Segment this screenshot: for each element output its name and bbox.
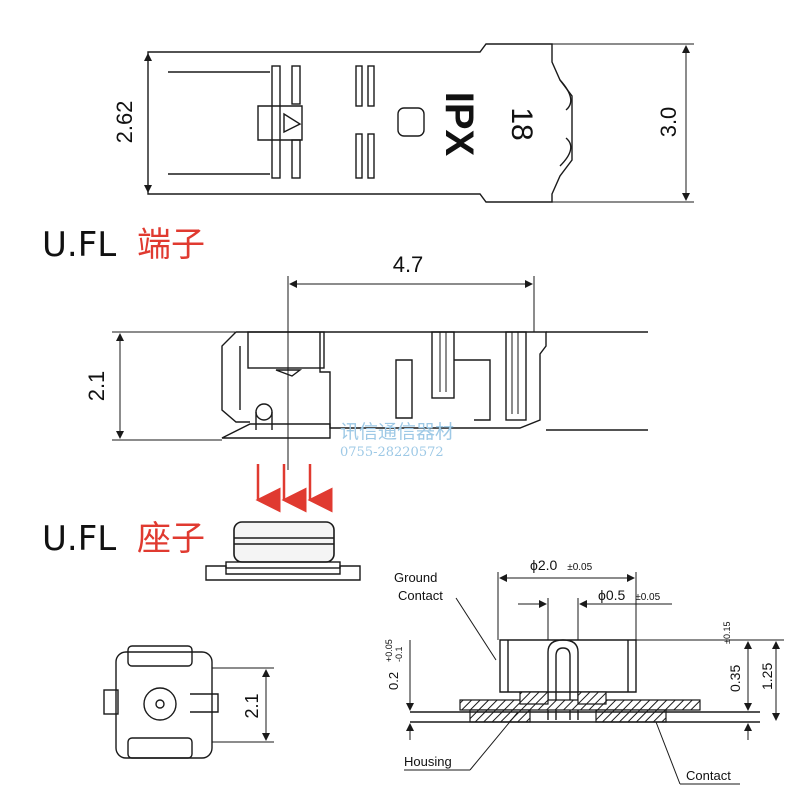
dia-outer-tol: ±0.05	[567, 562, 592, 573]
dim-pin-tol: ±0.15	[722, 622, 732, 644]
mating-arrows	[255, 464, 333, 513]
dia-outer: ϕ2.0	[530, 557, 558, 573]
receptacle-side-view	[205, 521, 361, 581]
label-ground-line1: Ground	[394, 570, 437, 585]
svg-text:U.FL 端子: U.FL 端子	[42, 225, 205, 265]
dia-inner: ϕ0.5	[598, 587, 626, 603]
dim-total: 1.25	[759, 663, 775, 690]
dim-height-side: 2.1	[84, 371, 109, 402]
watermark-line2: 0755-28220572	[340, 445, 444, 460]
svg-text:Contact: Contact	[398, 588, 443, 603]
footprint-view: 2.1	[103, 645, 274, 759]
watermark: 讯信通信器材 0755-28220572	[340, 421, 454, 460]
code-text: 18	[505, 107, 538, 140]
dim-base-tol-plus: +0.05	[384, 639, 394, 662]
dim-base: 0.2	[386, 672, 401, 690]
dim-length: 4.7	[393, 252, 424, 277]
watermark-line1: 讯信通信器材	[340, 421, 454, 443]
dim-height-footprint: 2.1	[242, 693, 262, 718]
svg-text:Ground: Ground	[394, 570, 437, 585]
label-contact: Contact	[686, 768, 731, 783]
label-ground-line2: Contact	[398, 588, 443, 603]
side-view: 4.7 2.1	[84, 252, 648, 470]
plug-label-cjk: 端子	[137, 225, 205, 265]
top-view: IPX 18 2.62 3.0	[112, 43, 694, 203]
svg-text:ϕ2.0 ±0.05: ϕ2.0 ±0.05	[530, 557, 593, 573]
dim-height-right: 3.0	[656, 107, 681, 138]
dim-height-left: 2.62	[112, 101, 137, 144]
plug-label: U.FL 端子	[42, 225, 205, 265]
section-view: ϕ2.0 ±0.05 ϕ0.5 ±0.05 0.2	[384, 557, 784, 785]
receptacle-label-cjk: 座子	[137, 519, 205, 559]
svg-text:ϕ0.5 ±0.05: ϕ0.5 ±0.05	[598, 587, 661, 603]
plug-label-latin: U.FL	[42, 225, 116, 265]
receptacle-label: U.FL 座子	[42, 519, 205, 559]
dim-pin: 0.35	[727, 665, 743, 692]
svg-text:0.2: 0.2	[386, 672, 401, 690]
brand-text: IPX	[437, 92, 481, 157]
svg-text:U.FL 座子: U.FL 座子	[42, 519, 205, 559]
dim-base-tol-minus: -0.1	[394, 646, 404, 662]
label-housing: Housing	[404, 754, 452, 769]
receptacle-label-latin: U.FL	[42, 519, 116, 559]
dia-inner-tol: ±0.05	[635, 592, 660, 603]
